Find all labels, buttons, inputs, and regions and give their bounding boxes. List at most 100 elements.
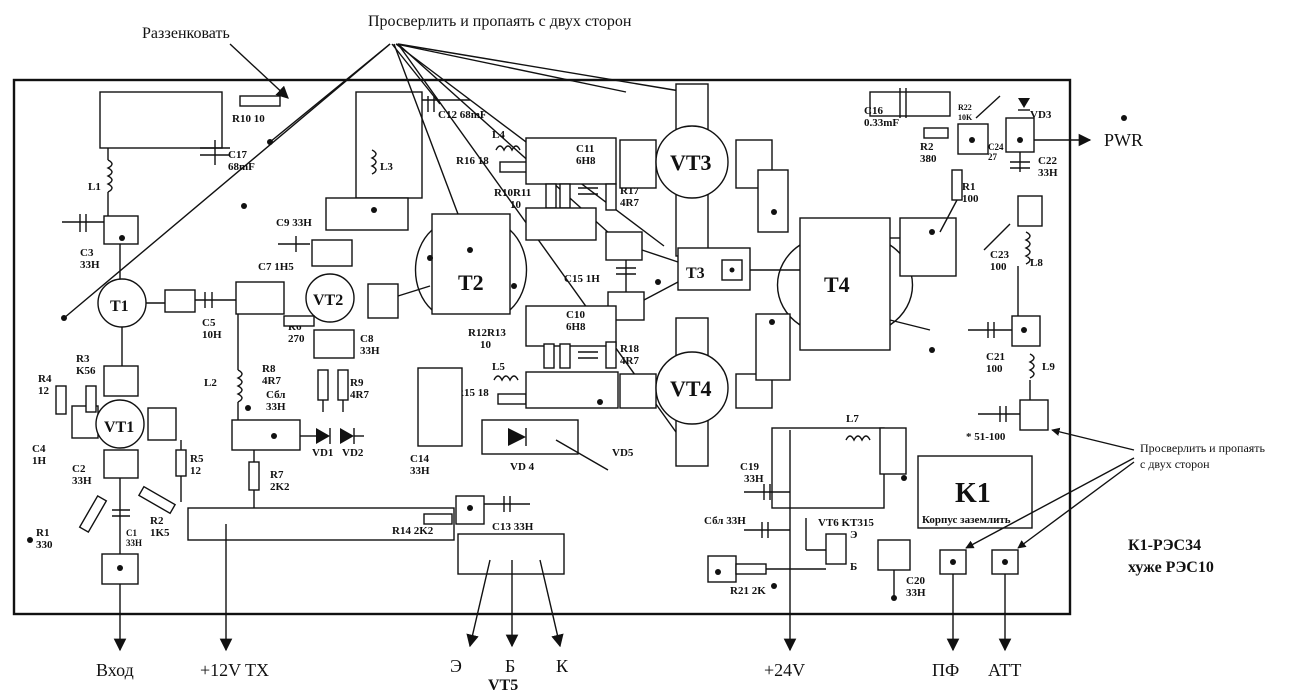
label-r10r11: R10R11 xyxy=(494,187,531,199)
label-c8: C8 xyxy=(360,333,374,345)
label-c2: C2 xyxy=(72,463,86,475)
label-r2b: R2 xyxy=(150,515,164,527)
label-r18: R18 xyxy=(620,343,639,355)
label-c13: C13 33H xyxy=(492,521,534,533)
port-pf: ПФ xyxy=(932,660,959,680)
relay-note-1: К1-РЭС34 xyxy=(1128,537,1201,554)
label-vd5: VD5 xyxy=(612,447,634,459)
label-r9: R9 xyxy=(350,377,364,389)
label-vd3: VD3 xyxy=(1030,109,1052,121)
label-c4: C4 xyxy=(32,443,46,455)
label-t3: T3 xyxy=(686,265,705,282)
label-r7v: 2K2 xyxy=(270,481,290,493)
label-r12r13v: 10 xyxy=(480,339,492,351)
label-r10r11v: 10 xyxy=(510,199,522,211)
port-att: АТТ xyxy=(988,660,1021,680)
label-k1: K1 xyxy=(955,478,991,509)
label-c20v: 33H xyxy=(906,587,926,599)
label-c22v: 33H xyxy=(1038,167,1058,179)
label-r1bv: 330 xyxy=(36,539,53,551)
lower-push-pull: C10 6H8 R12R13 10 R18 4R7 L5 R15 18 C14 … xyxy=(410,305,791,477)
label-t1: T1 xyxy=(110,298,129,315)
label-l4: L4 xyxy=(492,129,505,141)
label-l9: L9 xyxy=(1042,361,1055,373)
label-c17v: 68mF xyxy=(228,161,255,173)
label-r6v: 270 xyxy=(288,333,305,345)
label-c16v: 0.33mF xyxy=(864,117,899,129)
note-drill-right-2: с двух сторон xyxy=(1140,457,1210,471)
label-r14: R14 2K2 xyxy=(392,525,434,537)
label-r22: R22 xyxy=(958,103,972,112)
label-r1a: R1 xyxy=(962,181,975,193)
relay-k1: K1 Корпус заземлить К1-РЭС34 хуже РЭС10 xyxy=(917,455,1214,576)
label-c14v: 33H xyxy=(410,465,430,477)
transistor-vt1 xyxy=(95,399,145,449)
label-c10v: 6H8 xyxy=(566,321,586,333)
label-c4v: 1H xyxy=(32,455,47,467)
label-r1av: 100 xyxy=(962,193,979,205)
label-r21: R21 2K xyxy=(730,585,766,597)
label-r8: R8 xyxy=(262,363,276,375)
label-c19: C19 xyxy=(740,461,759,473)
label-r18v: 4R7 xyxy=(620,355,639,367)
label-vd2: VD2 xyxy=(342,447,364,459)
note-countersink: Раззенковать xyxy=(142,25,230,42)
label-r1b: R1 xyxy=(36,527,49,539)
input-stage: R10 10 C17 68mF L1 C3 33H T1 C5 10H xyxy=(32,91,281,585)
port-leads xyxy=(113,430,1012,652)
transistor-vt3 xyxy=(655,125,729,199)
label-r5: R5 xyxy=(190,453,204,465)
label-c24v: 27 xyxy=(988,152,998,162)
label-t4: T4 xyxy=(824,272,850,297)
label-r5v: 12 xyxy=(190,465,202,477)
label-vt3: VT3 xyxy=(670,150,712,175)
note-drill-right-1: Просверлить и пропаять xyxy=(1140,441,1266,455)
label-r16: R16 18 xyxy=(456,155,489,167)
label-csbl1v: 33H xyxy=(266,401,286,413)
relay-note-2: хуже РЭС10 xyxy=(1128,559,1214,576)
port-12v-tx: +12V TX xyxy=(200,660,269,680)
label-c17: C17 xyxy=(228,149,247,161)
label-c22: C22 xyxy=(1038,155,1057,167)
label-r7: R7 xyxy=(270,469,284,481)
label-r2bv: 1K5 xyxy=(150,527,170,539)
label-c23: C23 xyxy=(990,249,1009,261)
label-csbl2: Сбл 33H xyxy=(704,515,746,527)
label-r2a: R2 xyxy=(920,141,934,153)
label-vt2: VT2 xyxy=(313,292,343,309)
label-vd1: VD1 xyxy=(312,447,333,459)
label-l2: L2 xyxy=(204,377,217,389)
label-c21: C21 xyxy=(986,351,1005,363)
label-c5v: 10H xyxy=(202,329,222,341)
label-c1: C1 xyxy=(126,528,137,538)
label-c7: C7 1H5 xyxy=(258,261,294,273)
label-c1v: 33H xyxy=(126,538,142,548)
label-c24: C24 xyxy=(988,142,1004,152)
label-csbl1: Сбл xyxy=(266,389,285,401)
label-l8: L8 xyxy=(1030,257,1043,269)
label-vd4: VD 4 xyxy=(510,461,535,473)
vt2-stage: VT2 C9 33H C7 1H5 R6 270 C8 33H R8 4R7 R… xyxy=(204,217,431,514)
vias xyxy=(27,115,1127,601)
label-r3: R3 xyxy=(76,353,90,365)
label-c23v: 100 xyxy=(990,261,1007,273)
transistor-vt2 xyxy=(305,273,355,323)
relay-body-note: Корпус заземлить xyxy=(922,514,1011,526)
label-vt1: VT1 xyxy=(104,419,134,436)
drill-right-arrows xyxy=(965,427,1135,549)
label-c21v: 100 xyxy=(986,363,1003,375)
label-c9: C9 33H xyxy=(276,217,312,229)
transistor-vt4 xyxy=(655,351,729,425)
port-vt5-collector: К xyxy=(556,656,569,676)
label-l3: L3 xyxy=(380,161,393,173)
label-r17v: 4R7 xyxy=(620,197,639,209)
label-t2: T2 xyxy=(458,270,484,295)
label-r10a: R10 10 xyxy=(232,113,265,125)
label-c3v: 33H xyxy=(80,259,100,271)
label-c20: C20 xyxy=(906,575,925,587)
label-r15: R15 18 xyxy=(456,387,489,399)
label-c51: * 51-100 xyxy=(966,431,1006,443)
note-drill-top: Просверлить и пропаять с двух сторон xyxy=(368,13,632,30)
